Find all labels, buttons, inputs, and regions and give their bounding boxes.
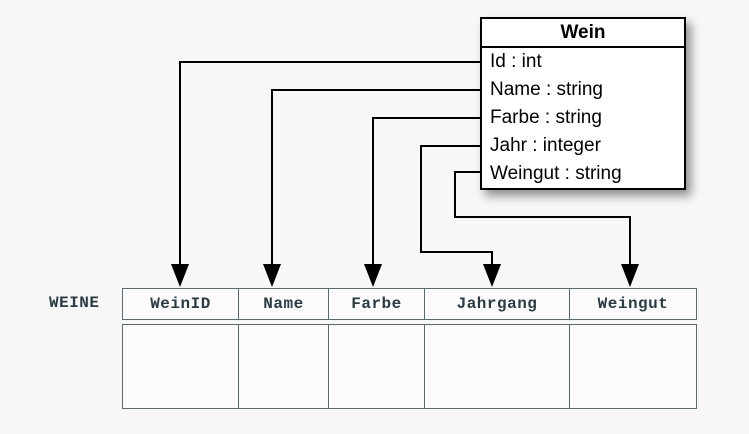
relational-table-name: WEINE bbox=[49, 294, 100, 312]
column-header-weingut: Weingut bbox=[597, 295, 669, 313]
uml-attribute-jahr: Jahr : integer bbox=[490, 135, 601, 156]
uml-attribute-id: Id : int bbox=[490, 51, 542, 72]
table-cell-farbe bbox=[329, 325, 425, 408]
column-header-farbe: Farbe bbox=[329, 289, 425, 319]
connector-name-to-name bbox=[263, 89, 480, 287]
table-header-row: WeinID Name Farbe Jahrgang Weingut bbox=[122, 288, 697, 320]
connector-jahr-to-jahrgang bbox=[420, 145, 501, 287]
uml-attribute-weingut: Weingut : string bbox=[490, 163, 622, 184]
table-cell-name bbox=[239, 325, 329, 408]
table-cell-weingut bbox=[570, 325, 696, 408]
uml-attribute-list: Id : int Name : string Farbe : string Ja… bbox=[482, 48, 684, 188]
relational-table: WeinID Name Farbe Jahrgang Weingut bbox=[122, 288, 697, 409]
column-header-weinid: WeinID bbox=[123, 289, 239, 319]
connector-id-to-weinid bbox=[171, 61, 480, 287]
connector-weingut-to-weingut bbox=[454, 171, 639, 287]
table-cell-weinid bbox=[123, 325, 239, 408]
table-row bbox=[122, 324, 697, 409]
uml-attribute-name: Name : string bbox=[490, 79, 603, 100]
column-header-jahrgang: Jahrgang bbox=[425, 289, 570, 319]
uml-class-title: Wein bbox=[482, 19, 684, 48]
column-header-name: Name bbox=[239, 289, 329, 319]
connector-farbe-to-farbe bbox=[364, 117, 480, 287]
uml-attribute-farbe: Farbe : string bbox=[490, 107, 602, 128]
table-cell-jahrgang bbox=[425, 325, 570, 408]
uml-class-box-wein: Wein Id : int Name : string Farbe : stri… bbox=[480, 17, 686, 190]
